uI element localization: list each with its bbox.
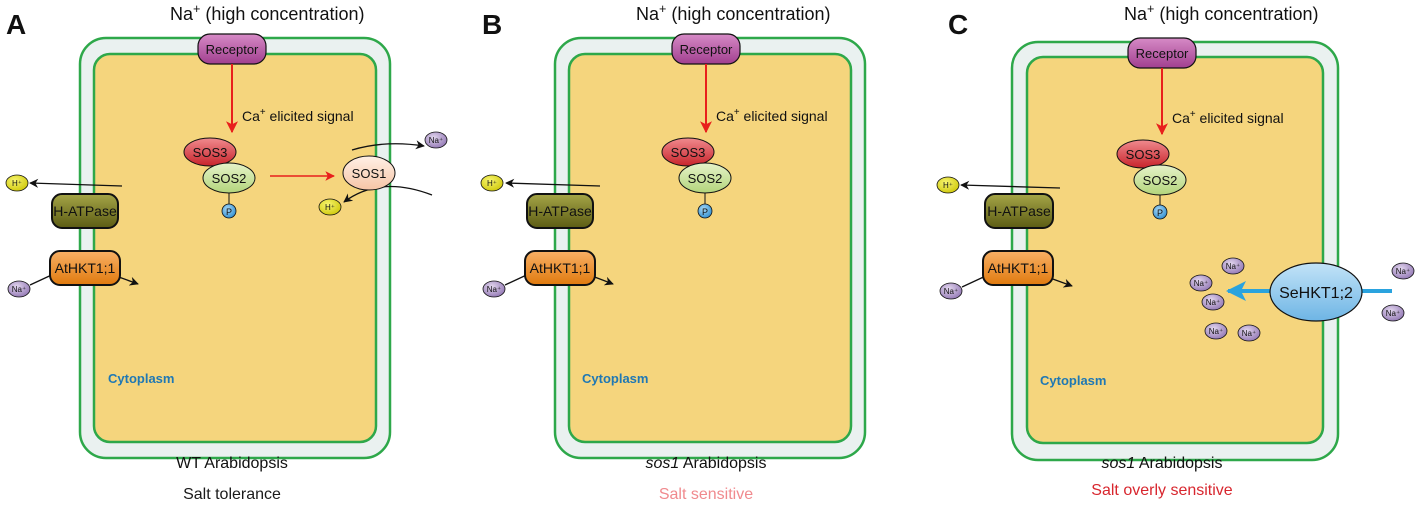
- hatpase-arrow: [960, 180, 1061, 190]
- h-ion: [318, 198, 342, 216]
- panel-b: B Na+ (high concentration) Receptor Ca+ …: [480, 2, 867, 503]
- na-ion-label: Na⁺: [1194, 279, 1208, 288]
- sos2-label: SOS2: [212, 171, 247, 186]
- h-atpase: [984, 193, 1054, 229]
- panel-c: C Na+ (high concentration) Receptor Ca+ …: [936, 2, 1415, 499]
- signal-label: Ca+ elicited signal: [716, 107, 828, 124]
- sos3-label: SOS3: [671, 145, 706, 160]
- hatpase-arrow: [29, 178, 123, 188]
- phenotype-label: Salt tolerance: [183, 486, 281, 503]
- sehkt1-2: [1269, 262, 1363, 322]
- cytoplasm-label: Cytoplasm: [1040, 373, 1106, 388]
- sos3-label: SOS3: [1126, 147, 1161, 162]
- panel-a: A Na+ (high concentration) Receptor Ca+ …: [5, 2, 448, 503]
- na-ion-label: Na⁺: [1206, 298, 1220, 307]
- h-atpase-label: H-ATPase: [528, 203, 592, 219]
- sos3: [1116, 139, 1170, 169]
- h-ion: [5, 174, 29, 192]
- na-ion: [1204, 322, 1228, 340]
- h-ion-label: H⁺: [487, 179, 497, 188]
- na-ion-label: Na⁺: [429, 136, 443, 145]
- h-ion-label: H⁺: [325, 203, 335, 212]
- h-atpase: [51, 193, 119, 229]
- phosphate-label: P: [702, 207, 708, 217]
- sos3: [183, 137, 237, 167]
- athkt1-1: [49, 250, 121, 286]
- h-atpase: [526, 193, 594, 229]
- phosphate: [697, 203, 713, 219]
- athkt1-1-label: AtHKT1;1: [530, 260, 591, 276]
- h-atpase-label: H-ATPase: [53, 203, 117, 219]
- h-ion-label: H⁺: [12, 179, 22, 188]
- h-ion: [936, 176, 960, 194]
- genotype-label: sos1 Arabidopsis: [646, 455, 767, 472]
- panel-letter: B: [482, 9, 502, 40]
- receptor-label: Receptor: [206, 42, 259, 57]
- top-label: Na+ (high concentration): [170, 2, 364, 24]
- genotype-label: WT Arabidopsis: [176, 455, 288, 472]
- internal-na-ions: Na⁺ Na⁺ Na⁺ Na⁺ Na⁺: [1189, 257, 1261, 342]
- na-ion: [482, 280, 506, 298]
- sos3: [661, 137, 715, 167]
- na-ion: [1189, 274, 1213, 292]
- top-label: Na+ (high concentration): [1124, 2, 1318, 24]
- sehkt1-2-label: SeHKT1;2: [1279, 285, 1353, 302]
- phenotype-label: Salt overly sensitive: [1091, 482, 1232, 499]
- panel-letter: A: [6, 9, 26, 40]
- phosphate: [221, 203, 237, 219]
- receptor-label: Receptor: [680, 42, 733, 57]
- sos2-label: SOS2: [1143, 173, 1178, 188]
- na-ion: [1381, 304, 1405, 322]
- na-ion: [424, 131, 448, 149]
- cytoplasm-label: Cytoplasm: [108, 371, 174, 386]
- na-ion-label: Na⁺: [1396, 267, 1410, 276]
- sos3-label: SOS3: [193, 145, 228, 160]
- na-ion-label: Na⁺: [1209, 327, 1223, 336]
- na-ion: [1237, 324, 1261, 342]
- na-ion: [1201, 293, 1225, 311]
- phosphate-label: P: [226, 207, 232, 217]
- receptor-label: Receptor: [1136, 46, 1189, 61]
- signal-label: Ca+ elicited signal: [1172, 109, 1284, 126]
- na-ion-label: Na⁺: [1242, 329, 1256, 338]
- h-ion-label: H⁺: [943, 181, 953, 190]
- sos2-label: SOS2: [688, 171, 723, 186]
- na-ion: [7, 280, 31, 298]
- sos1-label: SOS1: [352, 166, 387, 181]
- na-ion: [1221, 257, 1245, 275]
- phenotype-label: Salt sensitive: [659, 486, 753, 503]
- hatpase-arrow: [505, 178, 601, 188]
- panel-letter: C: [948, 9, 968, 40]
- h-atpase-label: H-ATPase: [987, 203, 1051, 219]
- h-ion: [480, 174, 504, 192]
- top-label: Na+ (high concentration): [636, 2, 830, 24]
- na-ion-label: Na⁺: [1386, 309, 1400, 318]
- hkt-arrow: [1049, 277, 1073, 288]
- na-ion-label: Na⁺: [12, 285, 26, 294]
- signal-label: Ca+ elicited signal: [242, 107, 354, 124]
- athkt1-1: [524, 250, 596, 286]
- na-ion: [939, 282, 963, 300]
- na-ion-label: Na⁺: [944, 287, 958, 296]
- phosphate-label: P: [1157, 208, 1163, 218]
- athkt1-1-label: AtHKT1;1: [988, 260, 1049, 276]
- na-ion-label: Na⁺: [1226, 262, 1240, 271]
- na-ion: [1391, 262, 1415, 280]
- phosphate: [1152, 204, 1168, 220]
- na-ion-label: Na⁺: [487, 285, 501, 294]
- cytoplasm-label: Cytoplasm: [582, 371, 648, 386]
- sos1-efflux-arrow: [351, 140, 425, 151]
- genotype-label: sos1 Arabidopsis: [1102, 455, 1223, 472]
- sos1: [342, 155, 396, 191]
- athkt1-1-label: AtHKT1;1: [55, 260, 116, 276]
- athkt1-1: [982, 250, 1054, 286]
